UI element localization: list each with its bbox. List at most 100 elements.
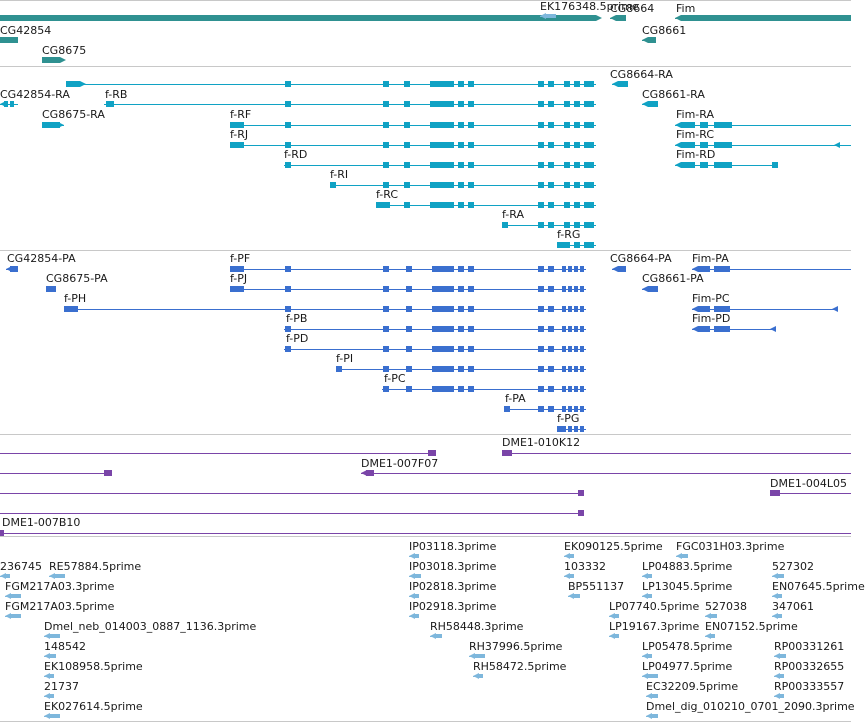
exon-block <box>430 162 454 168</box>
feature-label-fim-pd: Fim-PD <box>692 312 731 325</box>
exon-block <box>413 614 419 618</box>
feature-label-cg8675: CG8675 <box>42 44 87 57</box>
intron-line <box>675 145 851 146</box>
feature-label-f-rf: f-RF <box>230 108 252 121</box>
feature-label-f-ra: f-RA <box>502 208 524 221</box>
exon-block <box>285 266 291 272</box>
feature-label-f-pg: f-PG <box>557 412 580 425</box>
intron-line <box>770 493 851 494</box>
strand-left-icon <box>609 613 615 619</box>
strand-left-icon <box>0 573 6 579</box>
exon-block <box>709 634 715 638</box>
strand-left-icon <box>774 693 780 699</box>
exon-block <box>584 81 594 87</box>
feature-label-cg8664: CG8664 <box>610 2 655 15</box>
exon-block <box>538 386 544 392</box>
exon-block <box>584 162 594 168</box>
exon-block <box>538 142 544 148</box>
feature-label-cg8664-ra: CG8664-RA <box>610 68 673 81</box>
exon-block <box>404 182 410 188</box>
exon-block <box>285 286 291 292</box>
exon-block <box>458 326 464 332</box>
exon-block <box>646 574 652 578</box>
feature-label-bp551137: BP551137 <box>568 580 625 593</box>
feature-label-rh58448-3prime: RH58448.3prime <box>430 620 524 633</box>
exon-block <box>564 182 570 188</box>
exon-block <box>548 266 554 272</box>
feature-label-fim: Fim <box>676 2 696 15</box>
strand-left-icon <box>5 593 11 599</box>
exon-block <box>557 426 563 432</box>
exon-block <box>48 694 54 698</box>
exon-block <box>406 266 412 272</box>
exon-block <box>568 326 572 332</box>
exon-block <box>4 101 8 107</box>
exon-block <box>584 202 594 208</box>
exon-block <box>430 122 454 128</box>
exon-block <box>48 674 54 678</box>
feature-label-ek027614-5prime: EK027614.5prime <box>44 700 143 713</box>
strand-left-icon <box>705 633 711 639</box>
feature-label-f-pi: f-PI <box>336 352 354 365</box>
feature-label-cg42854: CG42854 <box>0 24 52 37</box>
exon-block <box>574 202 580 208</box>
exon-block <box>574 346 578 352</box>
exon-block <box>468 142 474 148</box>
exon-block <box>548 406 554 412</box>
feature-label-148542: 148542 <box>44 640 86 653</box>
exon-block <box>574 162 580 168</box>
exon-block <box>562 286 566 292</box>
intron-line <box>502 453 851 454</box>
feature-label-re57884-5prime: RE57884.5prime <box>49 560 142 573</box>
exon-block <box>538 286 544 292</box>
intron-line <box>382 389 586 390</box>
exon-block <box>564 242 570 248</box>
exon-block <box>574 182 580 188</box>
exon-block <box>562 306 566 312</box>
exon-block <box>618 266 626 272</box>
exon-block <box>548 122 554 128</box>
exon-block <box>776 614 782 618</box>
exon-block <box>548 202 554 208</box>
exon-block <box>584 142 594 148</box>
exon-block <box>502 222 508 228</box>
intron-line <box>0 104 18 105</box>
feature-label-dme1-010k12: DME1-010K12 <box>502 436 581 449</box>
exon-block <box>770 490 780 496</box>
feature-label-f-pj: f-PJ <box>230 272 248 285</box>
strand-right-icon <box>596 15 602 21</box>
intron-line <box>692 329 776 330</box>
exon-block <box>458 286 464 292</box>
feature-label-f-ph: f-PH <box>64 292 87 305</box>
exon-block <box>432 326 454 332</box>
feature-label-lp05478-5prime: LP05478.5prime <box>642 640 733 653</box>
exon-block <box>66 81 80 87</box>
exon-block <box>548 326 554 332</box>
exon-block <box>468 286 474 292</box>
strand-left-icon <box>642 673 648 679</box>
exon-block <box>538 101 544 107</box>
feature-label-cg8664-pa: CG8664-PA <box>610 252 672 265</box>
exon-block <box>574 386 578 392</box>
exon-block <box>646 654 652 658</box>
feature-label-f-rb: f-RB <box>105 88 128 101</box>
exon-block <box>285 81 291 87</box>
exon-block <box>564 101 570 107</box>
exon-block <box>650 694 658 698</box>
exon-block <box>458 266 464 272</box>
intron-line <box>0 493 584 494</box>
exon-block <box>574 306 578 312</box>
strand-left-icon <box>473 673 479 679</box>
strand-left-icon <box>675 142 681 148</box>
exon-block <box>580 326 584 332</box>
feature-label-f-ri: f-RI <box>330 168 349 181</box>
exon-block <box>646 594 652 598</box>
strand-left-icon <box>44 653 50 659</box>
exon-block <box>468 162 474 168</box>
exon-block <box>574 266 578 272</box>
exon-block <box>383 306 389 312</box>
strand-left-icon <box>772 613 778 619</box>
exon-block <box>681 142 695 148</box>
strand-left-icon <box>692 326 698 332</box>
exon-block <box>10 101 14 107</box>
